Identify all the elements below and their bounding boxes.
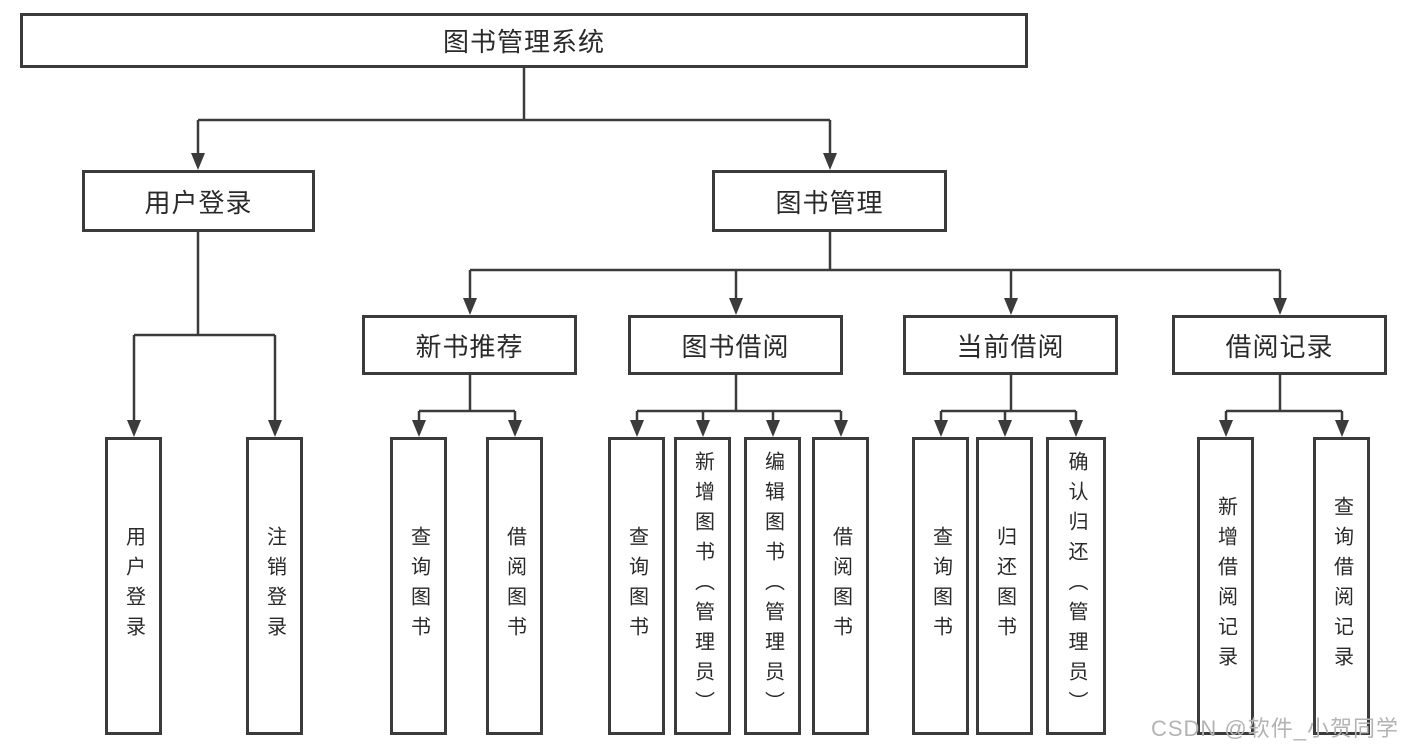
- node-leaf-confirm-return-admin-label: 确认归还（管理员）: [1065, 451, 1087, 721]
- node-leaf-query-books-borrow: 查询图书: [608, 437, 665, 735]
- node-book-borrow: 图书借阅: [628, 315, 843, 375]
- node-leaf-borrow-books-recommend: 借阅图书: [486, 437, 543, 735]
- node-leaf-query-books-borrow-label: 查询图书: [625, 526, 648, 646]
- node-leaf-return-books: 归还图书: [976, 437, 1033, 735]
- node-leaf-edit-books-admin: 编辑图书（管理员）: [744, 437, 801, 735]
- node-user-login: 用户登录: [82, 170, 315, 232]
- node-book-management-label: 图书管理: [775, 187, 884, 218]
- node-current-borrow: 当前借阅: [903, 315, 1118, 375]
- tree-arrowheads: [127, 120, 1349, 437]
- node-new-book-recommend-label: 新书推荐: [415, 331, 524, 362]
- node-leaf-add-books-admin: 新增图书（管理员）: [674, 437, 731, 735]
- node-leaf-query-books-current-label: 查询图书: [929, 526, 952, 646]
- node-borrow-records-label: 借阅记录: [1225, 331, 1334, 362]
- node-user-login-label: 用户登录: [144, 187, 253, 218]
- node-leaf-query-books-recommend-label: 查询图书: [407, 526, 430, 646]
- node-leaf-return-books-label: 归还图书: [993, 526, 1016, 646]
- node-leaf-logout: 注销登录: [246, 437, 303, 735]
- node-leaf-add-books-admin-label: 新增图书（管理员）: [691, 451, 714, 721]
- node-leaf-borrow-books-borrow-label: 借阅图书: [829, 526, 852, 646]
- node-leaf-query-borrow-record-label: 查询借阅记录: [1330, 496, 1353, 676]
- node-book-borrow-label: 图书借阅: [681, 331, 790, 362]
- node-root: 图书管理系统: [20, 13, 1028, 68]
- node-borrow-records: 借阅记录: [1172, 315, 1387, 375]
- node-leaf-borrow-books-recommend-label: 借阅图书: [503, 526, 526, 646]
- node-leaf-confirm-return-admin: 确认归还（管理员）: [1046, 437, 1106, 735]
- node-leaf-query-borrow-record: 查询借阅记录: [1313, 437, 1370, 735]
- node-root-label: 图书管理系统: [442, 27, 605, 57]
- node-leaf-add-borrow-record-label: 新增借阅记录: [1214, 496, 1237, 676]
- node-leaf-user-login: 用户登录: [105, 437, 162, 735]
- node-leaf-query-books-current: 查询图书: [912, 437, 969, 735]
- node-new-book-recommend: 新书推荐: [362, 315, 577, 375]
- node-leaf-add-borrow-record: 新增借阅记录: [1197, 437, 1254, 735]
- node-current-borrow-label: 当前借阅: [956, 331, 1065, 362]
- node-leaf-edit-books-admin-label: 编辑图书（管理员）: [761, 451, 784, 721]
- node-leaf-logout-label: 注销登录: [263, 526, 286, 646]
- node-leaf-borrow-books-borrow: 借阅图书: [812, 437, 869, 735]
- node-book-management: 图书管理: [712, 170, 947, 232]
- node-leaf-user-login-label: 用户登录: [122, 526, 145, 646]
- watermark: CSDN @软件_小贺同学: [1150, 716, 1399, 741]
- node-leaf-query-books-recommend: 查询图书: [390, 437, 447, 735]
